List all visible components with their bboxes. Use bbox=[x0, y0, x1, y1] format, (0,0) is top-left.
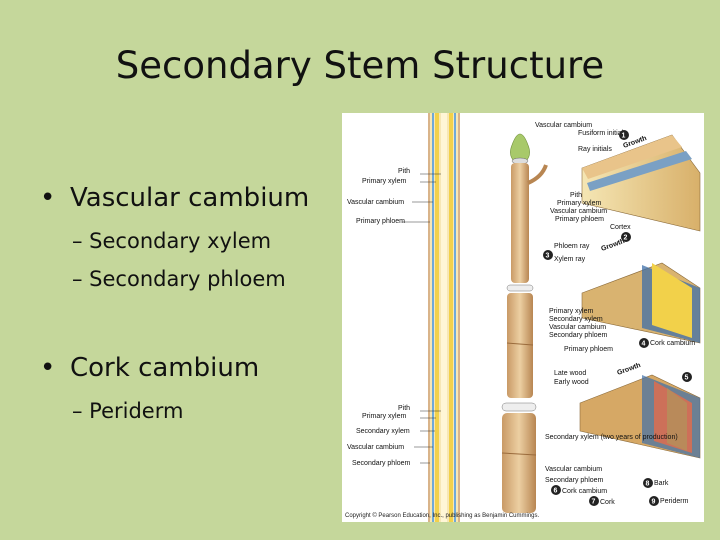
label-vascular-cambium-s2: Vascular cambium bbox=[549, 324, 606, 331]
label-late-wood: Late wood bbox=[554, 370, 586, 377]
label-phloem-ray: Phloem ray bbox=[554, 243, 590, 250]
label-vascular-cambium-s1: Vascular cambium bbox=[535, 122, 592, 129]
label-secondary-phloem-s2: Secondary phloem bbox=[549, 332, 608, 339]
svg-text:2: 2 bbox=[624, 235, 628, 242]
bullet-dot-icon: • bbox=[40, 183, 56, 213]
svg-text:9: 9 bbox=[652, 499, 656, 506]
label-xylem-ray: Xylem ray bbox=[554, 256, 586, 263]
label-primary-xylem-s2: Primary xylem bbox=[549, 308, 594, 315]
label-cork-s3: Cork bbox=[600, 499, 615, 506]
stage1-wedge bbox=[581, 134, 701, 232]
label-pith-bottom: Pith bbox=[398, 405, 410, 412]
label-periderm: Periderm bbox=[660, 498, 689, 505]
label-primary-phloem-s1: Primary phloem bbox=[555, 216, 604, 223]
label-growth-s3: Growth bbox=[616, 362, 641, 377]
svg-text:3: 3 bbox=[546, 253, 550, 260]
bullet-dot-icon: • bbox=[40, 353, 56, 383]
label-vascular-cambium-s3: Vascular cambium bbox=[545, 466, 602, 473]
label-primary-phloem-top: Primary phloem bbox=[356, 218, 405, 225]
svg-text:8: 8 bbox=[646, 481, 650, 488]
longitudinal-stem-section bbox=[428, 113, 460, 522]
label-secondary-xylem-s2: Secondary xylem bbox=[549, 316, 603, 323]
svg-text:6: 6 bbox=[554, 488, 558, 495]
bullet-vascular-cambium: •Vascular cambium bbox=[40, 183, 310, 213]
slide-title: Secondary Stem Structure bbox=[115, 44, 605, 87]
label-ray-initials: Ray initials bbox=[578, 146, 612, 153]
stem-diagram-figure: Pith Primary xylem Vascular cambium Prim… bbox=[342, 113, 704, 522]
svg-text:7: 7 bbox=[592, 499, 596, 506]
copyright-text: Copyright © Pearson Education, Inc., pub… bbox=[345, 512, 540, 519]
svg-text:5: 5 bbox=[685, 375, 689, 382]
label-secondary-xylem-bottom: Secondary xylem bbox=[356, 428, 410, 435]
sub-bullet-secondary-phloem: – Secondary phloem bbox=[72, 267, 286, 291]
label-vascular-cambium-s1b: Vascular cambium bbox=[550, 208, 607, 215]
label-primary-xylem-top: Primary xylem bbox=[362, 178, 407, 185]
label-vascular-cambium-top: Vascular cambium bbox=[347, 199, 404, 206]
svg-text:4: 4 bbox=[642, 341, 646, 348]
label-bark: Bark bbox=[654, 480, 669, 487]
label-fusiform-initials: Fusiform initials bbox=[578, 130, 627, 137]
label-cork-cambium-s3: Cork cambium bbox=[562, 488, 607, 495]
sub-bullet-secondary-xylem: – Secondary xylem bbox=[72, 229, 272, 253]
label-secondary-phloem-s3: Secondary phloem bbox=[545, 477, 604, 484]
label-pith-s1: Pith bbox=[570, 192, 582, 199]
stem-diagram-svg: Pith Primary xylem Vascular cambium Prim… bbox=[345, 113, 701, 522]
step-badges: 1 2 3 4 5 6 7 8 9 bbox=[543, 130, 692, 506]
stage3-wedge bbox=[579, 374, 701, 459]
label-vascular-cambium-bottom: Vascular cambium bbox=[347, 444, 404, 451]
bullet-cork-cambium: •Cork cambium bbox=[40, 353, 260, 383]
label-secondary-xylem-two-years: Secondary xylem (two years of production… bbox=[545, 434, 678, 441]
label-cortex-s1: Cortex bbox=[610, 224, 631, 231]
label-primary-xylem-bottom: Primary xylem bbox=[362, 413, 407, 420]
svg-text:1: 1 bbox=[622, 133, 626, 140]
stage2-wedge bbox=[581, 262, 701, 344]
label-growth-s2: Growth bbox=[600, 238, 625, 253]
label-primary-xylem-s1: Primary xylem bbox=[557, 200, 602, 207]
label-secondary-phloem-bottom: Secondary phloem bbox=[352, 460, 411, 467]
twig-illustration bbox=[501, 133, 548, 513]
label-pith-top: Pith bbox=[398, 168, 410, 175]
label-early-wood: Early wood bbox=[554, 379, 589, 386]
label-cork-cambium-s2: Cork cambium bbox=[650, 340, 695, 347]
left-leader-lines bbox=[402, 173, 441, 464]
label-primary-phloem-s2: Primary phloem bbox=[564, 346, 613, 353]
sub-bullet-periderm: – Periderm bbox=[72, 399, 184, 423]
